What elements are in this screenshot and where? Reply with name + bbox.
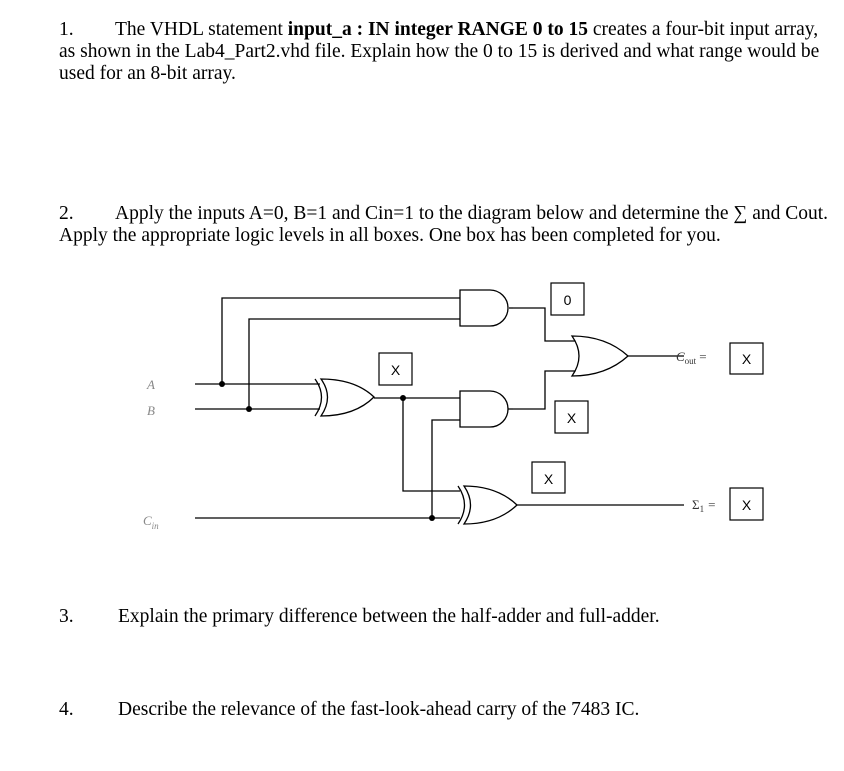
box-xor1-rect xyxy=(378,352,413,386)
wire-xor1-to-xor2 xyxy=(402,398,460,492)
input-cin-main: C xyxy=(143,513,152,528)
question-1-text-before: The VHDL statement xyxy=(115,19,288,40)
and1-gate xyxy=(459,289,509,327)
wire-and2-to-or xyxy=(513,370,576,410)
cout-label: Cout= xyxy=(676,349,707,366)
box-sum-value[interactable]: X xyxy=(742,497,752,513)
question-1: 1. The VHDL statement input_a : IN intege… xyxy=(59,19,829,85)
box-xor2in-rect xyxy=(531,461,566,494)
question-4-number: 4. xyxy=(59,699,74,720)
cout-main: C xyxy=(676,349,685,364)
junction-dot xyxy=(429,515,435,521)
sum-label: Σ1= xyxy=(692,497,715,514)
box-cout-rect xyxy=(729,342,764,375)
and2-gate xyxy=(459,390,509,428)
box-and1-rect xyxy=(550,282,585,316)
junction-dots xyxy=(219,381,435,521)
wire-cin-to-and2 xyxy=(431,419,460,518)
input-a-label: A xyxy=(146,377,155,392)
answer-boxes xyxy=(378,282,764,521)
question-1-text-after: creates a four-bit input array, as shown… xyxy=(59,19,820,84)
box-and1-value[interactable]: 0 xyxy=(564,292,572,308)
question-2: 2.Apply the inputs A=0, B=1 and Cin=1 to… xyxy=(59,203,829,247)
box-xor2in-value[interactable]: X xyxy=(544,471,554,487)
junction-dot xyxy=(246,406,252,412)
xor1-gate-back xyxy=(314,378,323,417)
junction-dot xyxy=(400,395,406,401)
question-2-number: 2. xyxy=(59,203,74,224)
box-sum-rect xyxy=(729,487,764,521)
question-4-text: Describe the relevance of the fast-look-… xyxy=(118,699,640,720)
question-3-text: Explain the primary difference between t… xyxy=(118,606,660,627)
wire-and1-to-or xyxy=(513,307,576,342)
wire-b-to-and1 xyxy=(248,318,460,409)
box-and2-value[interactable]: X xyxy=(567,410,577,426)
gates xyxy=(314,289,629,525)
cout-eq: = xyxy=(699,349,706,364)
box-cout-value[interactable]: X xyxy=(742,351,752,367)
question-2-text: Apply the inputs A=0, B=1 and Cin=1 to t… xyxy=(59,203,829,246)
or-gate xyxy=(570,335,629,377)
input-cin-label: Cin xyxy=(143,513,159,531)
xor2-gate xyxy=(462,485,518,525)
box-xor1-value[interactable]: X xyxy=(391,362,401,378)
xor2-gate-back xyxy=(457,485,466,525)
wire-a-to-and1 xyxy=(221,297,460,384)
question-1-bold: input_a : IN integer RANGE 0 to 15 xyxy=(287,19,589,40)
input-b-label: B xyxy=(147,403,155,418)
box-and2-rect xyxy=(554,400,589,434)
question-1-number: 1. xyxy=(59,19,74,40)
sum-main: Σ xyxy=(692,497,700,512)
wires xyxy=(195,297,684,519)
xor1-gate xyxy=(319,378,375,417)
input-cin-sub: in xyxy=(152,521,160,531)
cout-sub: out xyxy=(685,356,697,366)
question-3-number: 3. xyxy=(59,606,74,627)
sum-eq: = xyxy=(708,497,715,512)
junction-dot xyxy=(219,381,225,387)
sum-sub: 1 xyxy=(700,504,705,514)
